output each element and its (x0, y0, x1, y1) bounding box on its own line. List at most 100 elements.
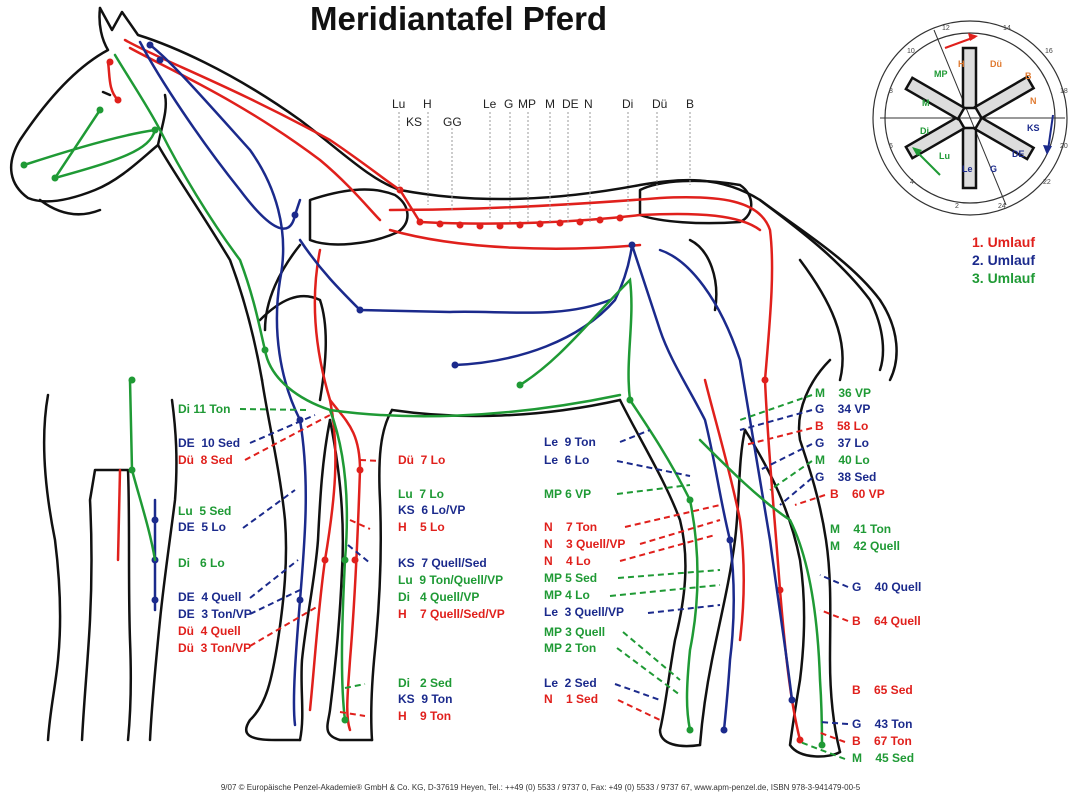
meridian-label: H (423, 97, 432, 111)
point-label: N 3 Quell/VP (544, 537, 626, 551)
point-label: Le 2 Sed (544, 676, 597, 690)
point-label: Le 3 Quell/VP (544, 605, 625, 619)
point-label: G 40 Quell (852, 580, 922, 594)
clock-label: Di (920, 126, 929, 136)
point-label: Lu 9 Ton/Quell/VP (398, 573, 504, 587)
point-label: Lu 7 Lo (398, 487, 444, 501)
point-label: Le 9 Ton (544, 435, 596, 449)
clock-hour: 6 (889, 143, 893, 150)
clock-hour: 4 (910, 179, 914, 186)
point-label: MP 5 Sed (544, 571, 598, 585)
point-label: M 40 Lo (815, 453, 870, 467)
meridian-label: N (584, 97, 593, 111)
clock-hour: 10 (907, 48, 915, 55)
point-label: Di 4 Quell/VP (398, 590, 480, 604)
clock-label: Le (962, 164, 973, 174)
meridian-green-points (20, 106, 826, 749)
clock-label: H (958, 59, 965, 69)
meridian-blue-points (146, 41, 796, 734)
point-label: M 42 Quell (830, 539, 901, 553)
legend-item-umlauf-3: 3. Umlauf (972, 270, 1036, 286)
point-label: KS 6 Lo/VP (398, 503, 466, 517)
point-label: Di 2 Sed (398, 676, 453, 690)
meridian-label: DE (562, 97, 579, 111)
clock-hour: 8 (889, 88, 893, 95)
clock-hour: 22 (1043, 179, 1051, 186)
clock-label: KS (1027, 123, 1040, 133)
point-label: H 7 Quell/Sed/VP (398, 607, 505, 621)
point-label: G 37 Lo (815, 436, 870, 450)
legend-item-umlauf-2: 2. Umlauf (972, 252, 1036, 268)
legend-item-umlauf-1: 1. Umlauf (972, 234, 1036, 250)
point-label: Dü 3 Ton/VP (178, 641, 252, 655)
clock-label: Lu (939, 151, 950, 161)
clock-label: N (1030, 96, 1037, 106)
point-label: G 38 Sed (815, 470, 877, 484)
clock-hour: 20 (1060, 143, 1068, 150)
point-label: KS 9 Ton (398, 692, 453, 706)
point-label: MP 2 Ton (544, 641, 597, 655)
point-label: Dü 7 Lo (398, 453, 446, 467)
point-label: DE 3 Ton/VP (178, 607, 252, 621)
point-label: M 41 Ton (830, 522, 892, 536)
meridian-label: KS (406, 115, 423, 129)
point-label: H 5 Lo (398, 520, 445, 534)
page-title: Meridiantafel Pferd (310, 0, 608, 37)
meridian-label: MP (518, 97, 536, 111)
clock-hour: 2 (955, 203, 959, 210)
point-label: Lu 5 Sed (178, 504, 232, 518)
meridian-label: Dü (652, 97, 668, 111)
meridian-label: GG (443, 115, 462, 129)
point-label: Dü 8 Sed (178, 453, 233, 467)
clock-label: DE (1012, 149, 1025, 159)
leader-lines (239, 394, 849, 760)
point-label: B 58 Lo (815, 419, 869, 433)
point-label: B 64 Quell (852, 614, 921, 628)
point-label: N 7 Ton (544, 520, 598, 534)
meridian-label: M (545, 97, 555, 111)
clock-hour: 12 (942, 25, 950, 32)
meridian-label: Le (483, 97, 497, 111)
clock-hour: 24 (998, 203, 1006, 210)
point-label: B 67 Ton (852, 734, 912, 748)
point-label: M 36 VP (815, 386, 872, 400)
point-label: B 65 Sed (852, 683, 913, 697)
point-label: MP 3 Quell (544, 625, 606, 639)
point-label: G 43 Ton (852, 717, 913, 731)
clock-label: MP (934, 69, 948, 79)
meridian-label: G (504, 97, 514, 111)
point-label: DE 4 Quell (178, 590, 242, 604)
footer-copyright: 9/07 © Europäische Penzel-Akademie® GmbH… (220, 783, 861, 792)
point-label: DE 5 Lo (178, 520, 227, 534)
point-label: N 1 Sed (544, 692, 599, 706)
point-label: Le 6 Lo (544, 453, 590, 467)
organ-clock-diagram (872, 20, 1068, 216)
point-label: G 34 VP (815, 402, 871, 416)
meridian-blue-lines (138, 40, 794, 732)
meridian-red-points (106, 58, 804, 744)
point-label: MP 4 Lo (544, 588, 590, 602)
point-label: B 60 VP (830, 487, 885, 501)
legend: 1. Umlauf 2. Umlauf 3. Umlauf (972, 233, 1035, 287)
clock-label: Dü (990, 59, 1002, 69)
meridian-header-guides (398, 112, 691, 222)
point-label: Di 6 Lo (178, 556, 225, 570)
meridian-label: Lu (392, 97, 406, 111)
clock-hour: 14 (1003, 25, 1011, 32)
clock-label: B (1025, 71, 1032, 81)
point-label: Dü 4 Quell (178, 624, 241, 638)
point-label: N 4 Lo (544, 554, 591, 568)
clock-hour: 16 (1045, 48, 1053, 55)
clock-label: M (922, 98, 930, 108)
clock-hour: 18 (1060, 88, 1068, 95)
horse-outline (9, 6, 898, 758)
point-label: DE 10 Sed (178, 436, 241, 450)
point-label: Di 11 Ton (178, 402, 231, 416)
clock-label: G (990, 164, 998, 174)
point-label: KS 7 Quell/Sed (398, 556, 487, 570)
point-label: M 45 Sed (852, 751, 915, 765)
meridian-label: B (686, 97, 695, 111)
point-label: H 9 Ton (398, 709, 452, 723)
point-label: MP 6 VP (544, 487, 592, 501)
